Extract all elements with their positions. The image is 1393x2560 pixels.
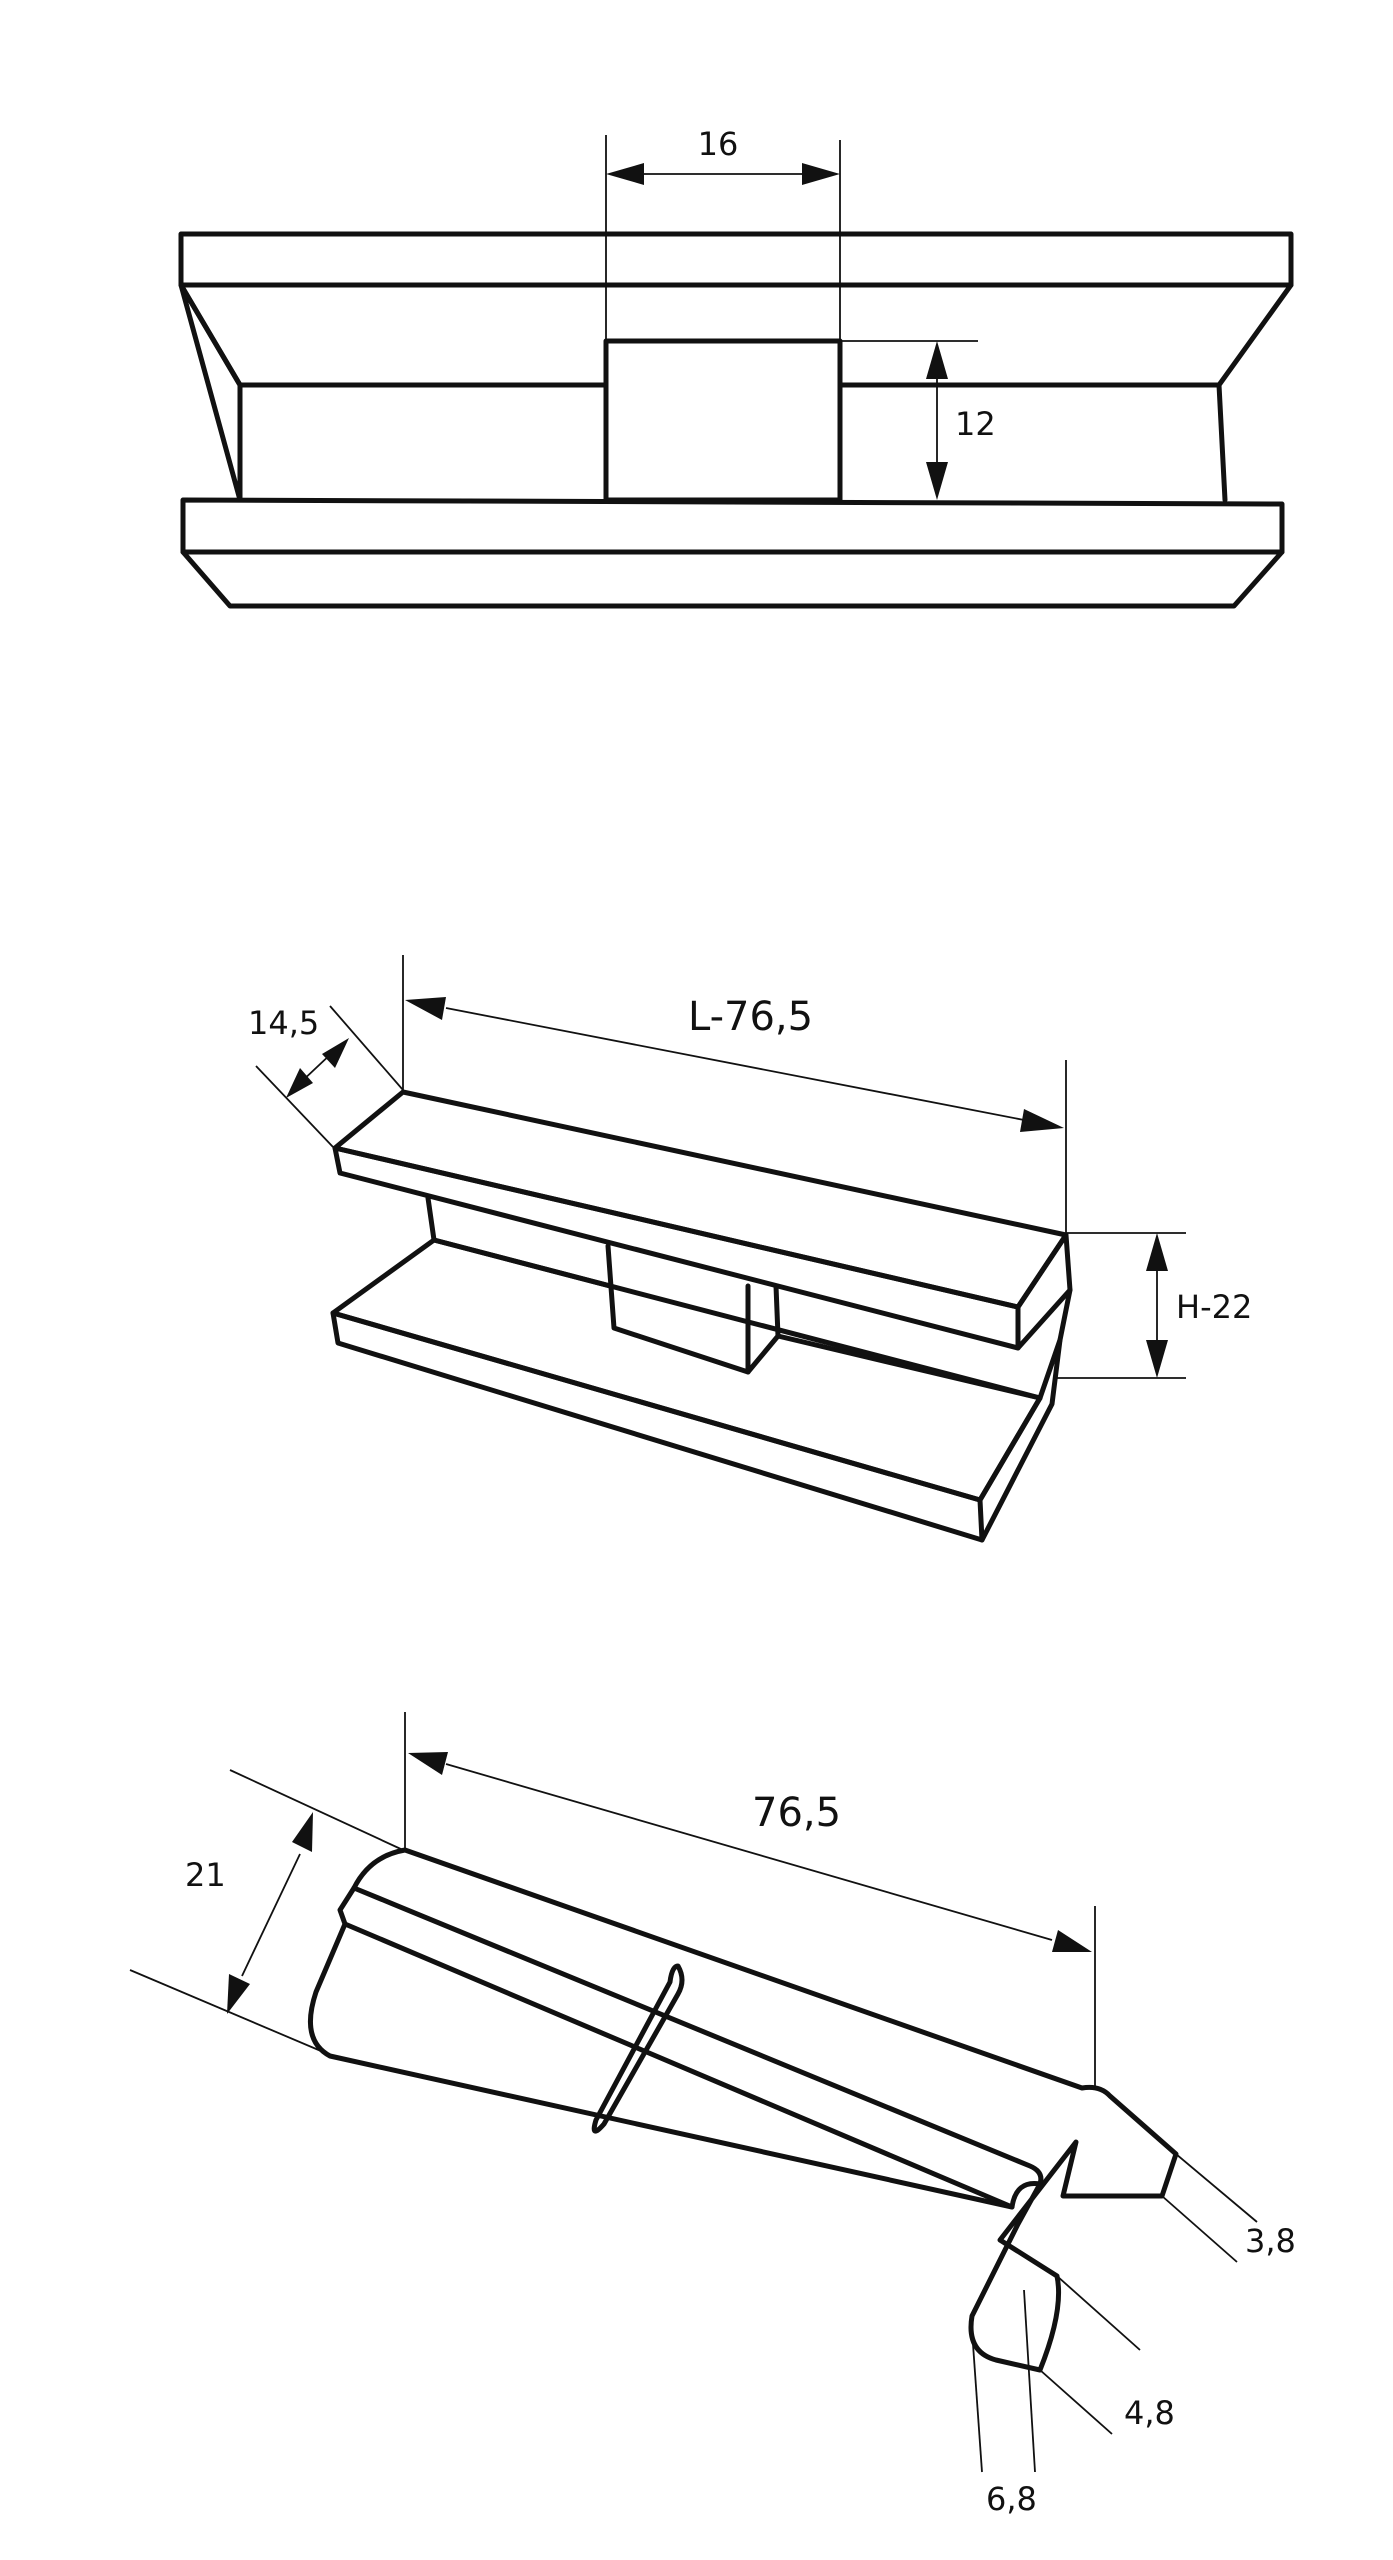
iso-bottom-plate-front [330, 1310, 985, 1543]
arrowhead [926, 341, 948, 379]
cap-left-chamfer [178, 282, 243, 503]
dim-label-6-8: 6,8 [986, 2480, 1037, 2518]
cap-side-lines [178, 282, 609, 388]
dimension-h-22: H-22 [1056, 1232, 1252, 1379]
dimension-16: 16 [605, 125, 841, 341]
profile-ridge-lower [342, 1921, 1015, 2210]
base-plate [180, 497, 1285, 555]
arrowhead [1146, 1340, 1168, 1378]
iso-left-leg [425, 1195, 613, 1289]
isometric-view: 14,5 L-76,5 H-22 [248, 955, 1252, 1543]
arrowhead [802, 163, 840, 185]
profile-ridge-upper [351, 1885, 1044, 2187]
arrowhead [1020, 1109, 1064, 1132]
dim-label-l-76-5: L-76,5 [688, 994, 813, 1040]
dim-label-21: 21 [185, 1856, 226, 1894]
arrowhead [1052, 1930, 1092, 1952]
iso-bottom-plate-end [977, 1287, 1073, 1503]
profile-view: 21 76,5 3,8 4,8 6,8 [129, 1712, 1296, 2518]
profile-body [307, 1847, 1179, 2373]
dimension-l-76-5: L-76,5 [402, 955, 1067, 1235]
dimension-12: 12 [840, 340, 996, 500]
dim-label-h-22: H-22 [1176, 1288, 1252, 1326]
dimension-76-5: 76,5 [404, 1712, 1096, 2088]
arrowhead [405, 997, 446, 1020]
cap-side-lines-right [837, 282, 1294, 388]
front-elevation-view: 16 12 [178, 125, 1294, 609]
arrowhead [606, 163, 644, 185]
arrowhead [408, 1752, 448, 1775]
center-tab [603, 338, 843, 503]
dim-label-16: 16 [698, 125, 739, 163]
dimension-21: 21 [129, 1769, 404, 2055]
base-chamfer [180, 549, 1285, 609]
iso-bottom-plate-end-lower [979, 1337, 1063, 1543]
dim-label-76-5: 76,5 [752, 1790, 841, 1836]
arrowhead [292, 1812, 313, 1852]
right-wall [1216, 382, 1228, 503]
profile-cross-rib [591, 1963, 685, 2134]
dimension-4-8: 4,8 [1039, 2275, 1175, 2435]
iso-top-plate-front [332, 1145, 1021, 1351]
arrowhead [286, 1068, 313, 1098]
arrowhead [322, 1038, 349, 1068]
dim-label-12: 12 [955, 405, 996, 443]
dim-label-3-8: 3,8 [1245, 2222, 1296, 2260]
dimension-14-5: 14,5 [248, 1004, 404, 1148]
dimension-3-8: 3,8 [1161, 2153, 1296, 2263]
arrowhead [926, 462, 948, 500]
arrowhead [1146, 1233, 1168, 1271]
arrowhead [227, 1974, 250, 2014]
top-cap-plate [178, 231, 1294, 288]
dim-label-14-5: 14,5 [248, 1004, 319, 1042]
iso-bottom-plate-top [330, 1237, 1043, 1503]
dim-label-4-8: 4,8 [1124, 2394, 1175, 2432]
dimension-6-8: 6,8 [971, 2289, 1037, 2518]
